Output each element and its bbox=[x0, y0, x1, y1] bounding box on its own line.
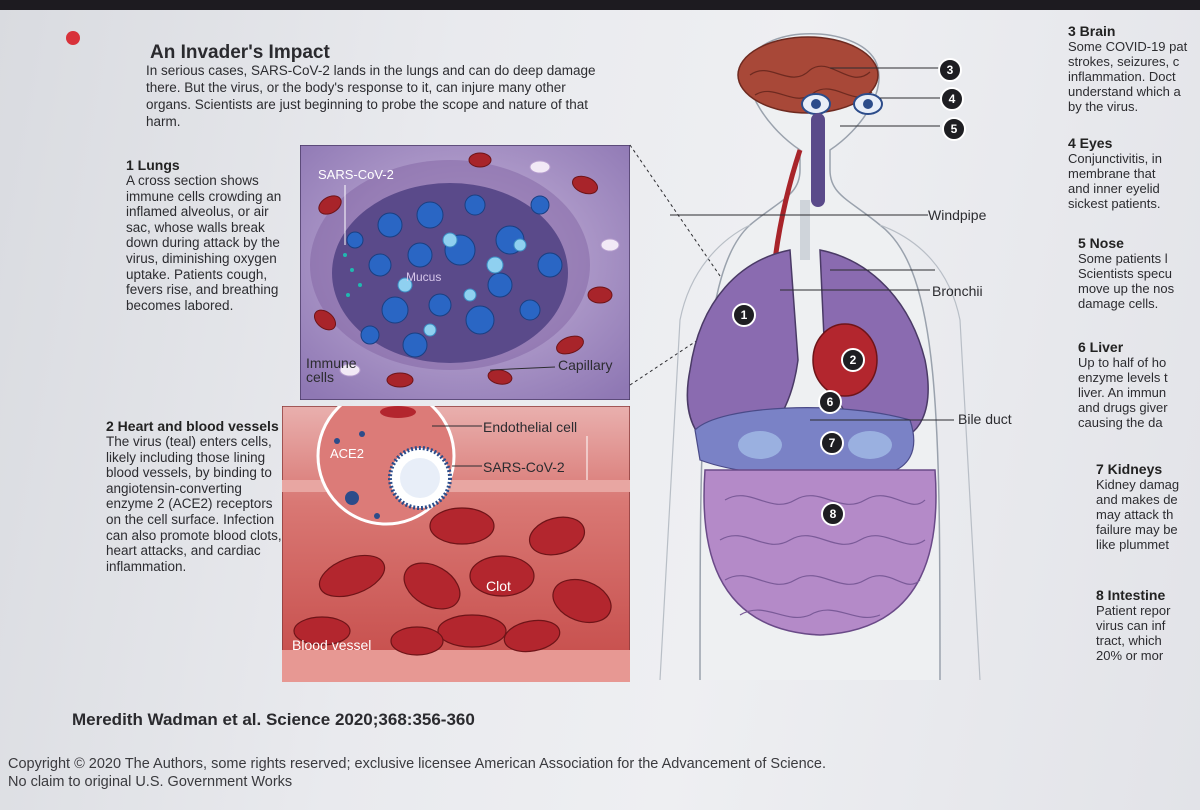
marker-3: 3 bbox=[938, 58, 962, 82]
label-ace2: ACE2 bbox=[330, 446, 364, 461]
right-section-heading: 7 Kidneys bbox=[1096, 461, 1163, 477]
marker-6: 6 bbox=[818, 390, 842, 414]
label-sars-vessel: SARS-CoV-2 bbox=[483, 459, 565, 475]
marker-1: 1 bbox=[732, 303, 756, 327]
section-lungs: 1 Lungs A cross section shows immune cel… bbox=[126, 157, 296, 313]
right-section-line: Conjunctivitis, in bbox=[1068, 151, 1162, 166]
label-bronchii: Bronchii bbox=[932, 283, 983, 299]
section-heart-body: The virus (teal) enters cells, likely in… bbox=[106, 434, 282, 574]
right-section-line: Some COVID-19 pat bbox=[1068, 39, 1188, 54]
marker-2: 2 bbox=[841, 348, 865, 372]
label-mucus: Mucus bbox=[406, 270, 441, 284]
right-section-line: virus can inf bbox=[1096, 618, 1166, 633]
section-heart: 2 Heart and blood vessels The virus (tea… bbox=[106, 418, 291, 574]
right-section-line: may attack th bbox=[1096, 507, 1174, 522]
right-section-line: Up to half of ho bbox=[1078, 355, 1167, 370]
right-section-line: move up the nos bbox=[1078, 281, 1175, 296]
right-section-heading: 3 Brain bbox=[1068, 23, 1116, 39]
label-blood-vessel: Blood vessel bbox=[292, 637, 371, 653]
label-sars-lung: SARS-CoV-2 bbox=[318, 167, 394, 182]
label-clot: Clot bbox=[486, 578, 511, 594]
label-capillary: Capillary bbox=[558, 357, 613, 373]
right-section-line: failure may be bbox=[1096, 522, 1178, 537]
right-section-line: Some patients l bbox=[1078, 251, 1168, 266]
right-section-line: causing the da bbox=[1078, 415, 1163, 430]
right-section-line: Patient repor bbox=[1096, 603, 1171, 618]
right-section-heading: 4 Eyes bbox=[1068, 135, 1113, 151]
right-section-line: and makes de bbox=[1096, 492, 1178, 507]
label-windpipe: Windpipe bbox=[928, 207, 987, 223]
right-section-line: and drugs giver bbox=[1078, 400, 1168, 415]
right-section-line: damage cells. bbox=[1078, 296, 1159, 311]
right-section-line: Kidney damag bbox=[1096, 477, 1180, 492]
figure-title: An Invader's Impact bbox=[150, 42, 330, 63]
marker-5: 5 bbox=[942, 117, 966, 141]
section-lungs-body: A cross section shows immune cells crowd… bbox=[126, 173, 282, 313]
label-endothelial-cell: Endothelial cell bbox=[483, 419, 578, 435]
label-immune-cells: Immune cells bbox=[306, 355, 357, 385]
right-section-line: liver. An immun bbox=[1078, 385, 1167, 400]
marker-8: 8 bbox=[821, 502, 845, 526]
alveolus-illustration: SARS-CoV-2 Mucus bbox=[300, 145, 630, 400]
body-illustration bbox=[659, 33, 981, 680]
right-section-line: strokes, seizures, c bbox=[1068, 54, 1180, 69]
section-heart-heading: 2 Heart and blood vessels bbox=[106, 418, 279, 434]
section-lungs-heading: 1 Lungs bbox=[126, 157, 180, 173]
copyright-notice: Copyright © 2020 The Authors, some right… bbox=[8, 756, 827, 790]
right-section-line: like plummet bbox=[1096, 537, 1169, 552]
right-section-heading: 5 Nose bbox=[1078, 235, 1124, 251]
blood-vessel-illustration: ACE2 Clot Blood vessel bbox=[282, 406, 630, 682]
right-section-line: sickest patients. bbox=[1068, 196, 1161, 211]
marker-7: 7 bbox=[820, 431, 844, 455]
right-section-heading: 6 Liver bbox=[1078, 339, 1124, 355]
label-bile-duct: Bile duct bbox=[958, 411, 1012, 427]
intro-text: In serious cases, SARS-CoV-2 lands in th… bbox=[146, 63, 596, 129]
screen-top-bezel bbox=[0, 0, 1200, 10]
right-section-line: by the virus. bbox=[1068, 99, 1139, 114]
right-section-line: Scientists specu bbox=[1078, 266, 1172, 281]
right-section-line: enzyme levels t bbox=[1078, 370, 1168, 385]
right-section-heading: 8 Intestine bbox=[1096, 587, 1166, 603]
red-dot-icon bbox=[66, 31, 80, 45]
right-section-line: understand which a bbox=[1068, 84, 1181, 99]
right-section-line: and inner eyelid bbox=[1068, 181, 1160, 196]
marker-4: 4 bbox=[940, 87, 964, 111]
right-section-line: membrane that bbox=[1068, 166, 1156, 181]
right-section-line: 20% or mor bbox=[1096, 648, 1164, 663]
right-section-line: tract, which bbox=[1096, 633, 1162, 648]
citation: Meredith Wadman et al. Science 2020;368:… bbox=[72, 710, 475, 729]
right-section-line: inflammation. Doct bbox=[1068, 69, 1176, 84]
